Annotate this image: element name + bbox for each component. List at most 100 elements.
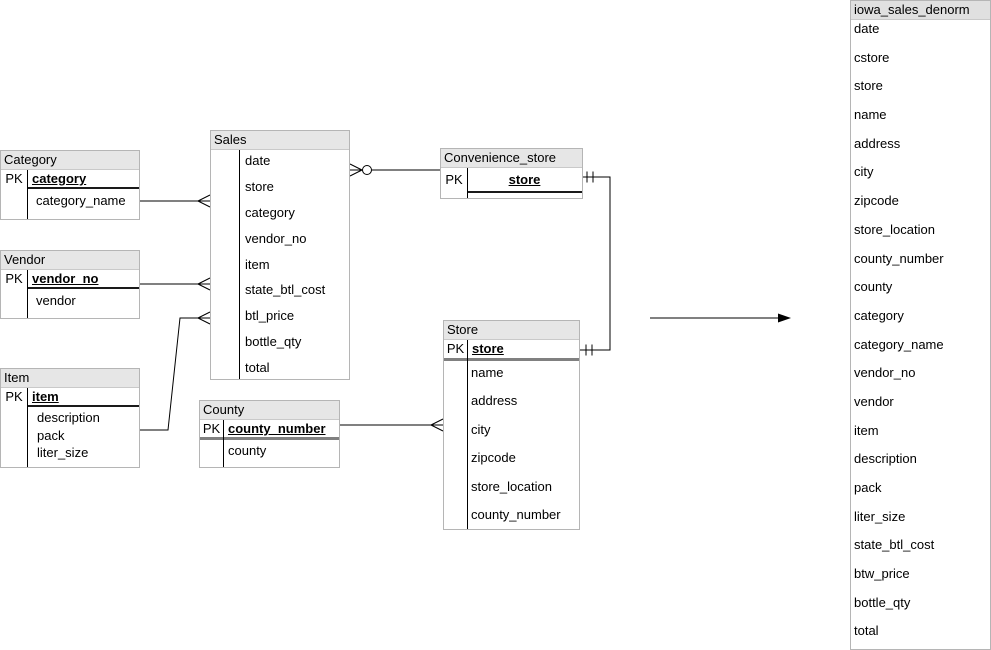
field-sales-btl_price: btl_price [245, 308, 295, 324]
field-store-county_number: county_number [471, 506, 561, 522]
pk-field-category: category [32, 171, 87, 186]
pk-column-divider [467, 340, 468, 529]
pk-label: PK [446, 341, 465, 356]
field-iowa_sales_denorm-total: total [854, 623, 879, 639]
pk-separator [27, 287, 139, 289]
pk-column-divider [27, 270, 28, 318]
field-iowa_sales_denorm-bottle_qty: bottle_qty [854, 594, 911, 610]
pk-column-divider [27, 388, 28, 467]
field-iowa_sales_denorm-state_btl_cost: state_btl_cost [854, 537, 935, 553]
field-sales-category: category [245, 204, 295, 220]
pk-column-divider [223, 420, 224, 467]
pk-field-county_number: county_number [228, 421, 326, 436]
pk-field-store: store [472, 341, 504, 356]
field-iowa_sales_denorm-vendor_no: vendor_no [854, 365, 916, 381]
field-sales-store: store [245, 178, 274, 194]
pk-row-category: PK category [1, 170, 139, 187]
field-iowa_sales_denorm-description: description [854, 451, 917, 467]
field-list-vendor: vendor [1, 289, 139, 313]
table-title-category: Category [1, 151, 139, 170]
pk-row-vendor: PK vendor_no [1, 270, 139, 287]
field-iowa_sales_denorm-address: address [854, 135, 901, 151]
pk-field-vendor_no: vendor_no [32, 271, 99, 286]
table-title-iowa_sales_denorm: iowa_sales_denorm [851, 1, 990, 20]
field-iowa_sales_denorm-cstore: cstore [854, 49, 890, 65]
pk-label: PK [5, 271, 23, 286]
connector-convenience-store-to-sales [349, 163, 440, 177]
pk-label: PK [445, 172, 463, 187]
field-sales-state_btl_cost: state_btl_cost [245, 282, 326, 298]
field-iowa_sales_denorm-city: city [854, 164, 874, 180]
connector-vendor-to-sales [140, 277, 211, 291]
table-title-convenience_store: Convenience_store [441, 149, 582, 168]
field-iowa_sales_denorm-liter_size: liter_size [854, 508, 906, 524]
table-title-store: Store [444, 321, 579, 340]
denormalization-arrow [650, 313, 791, 323]
field-iowa_sales_denorm-date: date [854, 21, 880, 36]
field-vendor-vendor: vendor [36, 293, 76, 308]
field-iowa_sales_denorm-pack: pack [854, 480, 882, 495]
field-sales-vendor_no: vendor_no [245, 230, 307, 246]
field-county-county: county [228, 443, 267, 458]
field-iowa_sales_denorm-category_name: category_name [854, 336, 944, 352]
connector-item-to-sales [140, 311, 211, 431]
field-store-name: name [471, 365, 504, 380]
pk-row-county: PK county_number [200, 420, 339, 437]
field-list-category: category_name [1, 189, 139, 213]
pk-row-store: PK store [444, 340, 579, 358]
field-sales-bottle_qty: bottle_qty [245, 334, 302, 350]
connector-category-to-sales [140, 194, 211, 208]
field-category-category_name: category_name [36, 193, 126, 208]
table-title-county: County [200, 401, 339, 420]
pk-separator [27, 405, 139, 407]
field-store-address: address [471, 393, 518, 409]
field-iowa_sales_denorm-name: name [854, 107, 887, 123]
optional-circle-marker [362, 165, 372, 175]
field-iowa_sales_denorm-store_location: store_location [854, 221, 935, 237]
field-sales-item: item [245, 256, 270, 272]
pk-label: PK [5, 389, 23, 404]
arrowhead [778, 313, 791, 323]
field-iowa_sales_denorm-store: store [854, 78, 883, 94]
field-item-liter_size: liter_size [37, 445, 89, 460]
connector-county-to-store [340, 418, 444, 432]
field-store-zipcode: zipcode [471, 450, 516, 466]
pk-label: PK [202, 421, 221, 436]
connector-convenience-store-to-store [580, 171, 611, 356]
pk-separator [444, 358, 579, 361]
table-title-sales: Sales [211, 131, 349, 150]
field-sales-date: date [245, 153, 271, 168]
field-iowa_sales_denorm-vendor: vendor [854, 393, 894, 409]
pk-column-divider [27, 170, 28, 219]
pk-label: PK [5, 171, 23, 186]
pk-separator [27, 187, 139, 189]
field-iowa_sales_denorm-county: county [854, 279, 893, 295]
field-iowa_sales_denorm-zipcode: zipcode [854, 193, 899, 209]
pk-separator [200, 437, 339, 440]
field-iowa_sales_denorm-item: item [854, 422, 879, 438]
field-item-pack: pack [37, 427, 65, 443]
field-iowa_sales_denorm-btw_price: btw_price [854, 566, 910, 582]
pk-separator [467, 191, 582, 193]
table-title-vendor: Vendor [1, 251, 139, 270]
pk-column-divider [239, 150, 240, 379]
field-iowa_sales_denorm-category: category [854, 307, 904, 323]
field-list-county: county [200, 440, 339, 462]
field-iowa_sales_denorm-county_number: county_number [854, 250, 944, 266]
table-title-item: Item [1, 369, 139, 388]
